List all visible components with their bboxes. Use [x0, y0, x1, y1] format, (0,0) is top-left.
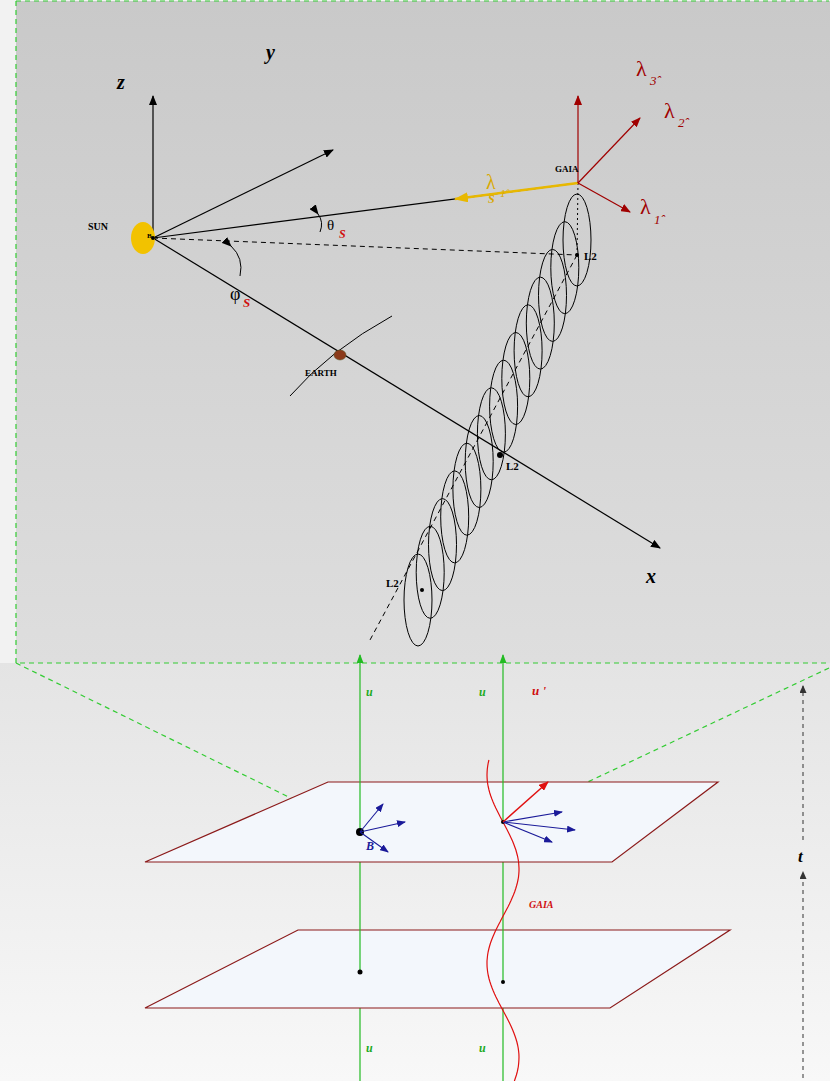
point-label: L2	[506, 461, 519, 472]
frame-label: λ	[636, 58, 647, 80]
axis-label: y	[266, 42, 275, 62]
orbit-ring	[429, 499, 457, 591]
orbit-ring	[490, 360, 518, 452]
frame-label: λ	[664, 100, 675, 122]
orbit-ring	[404, 554, 432, 646]
orbit-ring	[551, 222, 579, 314]
axis-label: x	[646, 566, 656, 586]
vector-label: u	[366, 1042, 373, 1054]
frame-subscript: S	[488, 193, 495, 205]
axis-label: t	[798, 848, 803, 865]
vector-label: u	[366, 686, 373, 698]
point-label: L2	[386, 578, 399, 589]
orbit-ring	[526, 277, 554, 369]
orbit-ring	[453, 443, 481, 535]
axis-label: z	[117, 72, 125, 92]
orbit-ring	[539, 249, 567, 341]
frame-index: 3̂	[650, 74, 657, 87]
angle-label: θ	[327, 218, 334, 233]
angle-label: φ	[230, 285, 240, 303]
point-label: B	[366, 840, 374, 852]
orbit-ring	[502, 333, 530, 425]
frame-label: λ	[486, 172, 496, 192]
vector-label: u	[479, 1042, 486, 1054]
body-label: SUN	[88, 222, 108, 232]
point-label: B	[147, 233, 152, 240]
body-label: EARTH	[305, 369, 337, 378]
body-label: GAIA	[555, 165, 579, 174]
frame-label: λ	[640, 196, 651, 218]
point-label: L2	[584, 251, 597, 262]
angle-subscript: S	[339, 228, 346, 240]
orbit-ring	[514, 305, 542, 397]
frame-index: 2̂	[678, 116, 685, 129]
angle-subscript: S	[243, 296, 250, 309]
orbit-ring	[416, 526, 444, 618]
orbit-ring	[465, 416, 493, 508]
vector-label: u	[479, 686, 486, 698]
frame-index: 1̂	[654, 213, 661, 226]
vector-label: u '	[532, 684, 546, 697]
orbit-ring	[441, 471, 469, 563]
worldline-label: GAIA	[529, 900, 553, 910]
orbit-ring	[477, 388, 505, 480]
frame-index: 1̂	[500, 188, 506, 199]
orbit-ring	[563, 194, 591, 286]
